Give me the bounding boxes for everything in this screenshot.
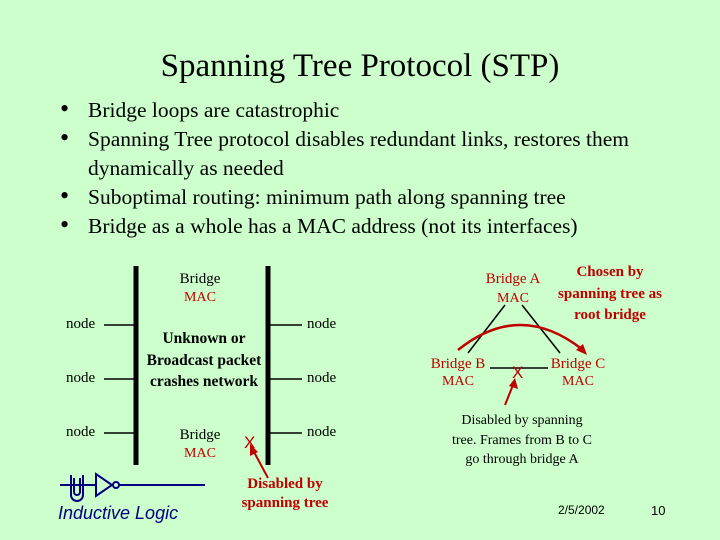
bridge-c-mac: MAC <box>562 374 594 389</box>
disabled-arrow-right <box>504 384 514 406</box>
bridge-b-mac: MAC <box>442 374 474 389</box>
slide-number: 10 <box>651 503 666 518</box>
link-a-b <box>467 304 506 354</box>
disabled-label: Disabled by spanning tree <box>241 476 329 511</box>
disabled-arrowhead <box>250 444 258 456</box>
node-label: node <box>307 316 337 332</box>
node-label: node <box>66 316 96 332</box>
bridge-a-label: Bridge A <box>485 271 541 287</box>
disabled-link-x-mark: X <box>512 363 524 382</box>
bullet-item: Bridge loops are catastrophic <box>60 94 700 125</box>
frame-path-arrowhead <box>576 344 587 355</box>
bridge-bottom-label: Bridge <box>179 427 221 443</box>
bridge-c-label: Bridge C <box>550 356 606 372</box>
node-label: node <box>307 424 337 440</box>
bridge-top-mac: MAC <box>184 290 216 305</box>
bridge-b-label: Bridge B <box>430 356 486 372</box>
disabled-x-mark: X <box>244 433 256 452</box>
bullet-list: Bridge loops are catastrophic Spanning T… <box>60 94 700 241</box>
disabled-arrow <box>253 451 269 479</box>
bullet-item: Spanning Tree protocol disables redundan… <box>60 123 663 183</box>
disabled-link-note: Disabled by spanning tree. Frames from B… <box>452 413 592 467</box>
bridge-a-mac: MAC <box>497 291 529 306</box>
bullet-item: Suboptimal routing: minimum path along s… <box>60 181 700 212</box>
bullet-item: Bridge as a whole has a MAC address (not… <box>60 210 700 241</box>
slide-title: Spanning Tree Protocol (STP) <box>160 48 560 84</box>
slide-date: 2/5/2002 <box>558 503 605 517</box>
logic-gate-icon <box>60 472 205 502</box>
company-logo-text: Inductive Logic <box>58 503 179 523</box>
disabled-arrowhead-right <box>509 378 518 389</box>
node-label: node <box>307 370 337 386</box>
node-label: node <box>66 424 96 440</box>
node-label: node <box>66 370 96 386</box>
root-bridge-note: Chosen by spanning tree as root bridge <box>558 264 662 323</box>
frame-path-arrow <box>457 323 584 351</box>
bridge-bottom-mac: MAC <box>184 446 216 461</box>
bridge-top-label: Bridge <box>179 271 221 287</box>
broadcast-warning: Unknown or Broadcast packet crashes netw… <box>146 330 262 390</box>
